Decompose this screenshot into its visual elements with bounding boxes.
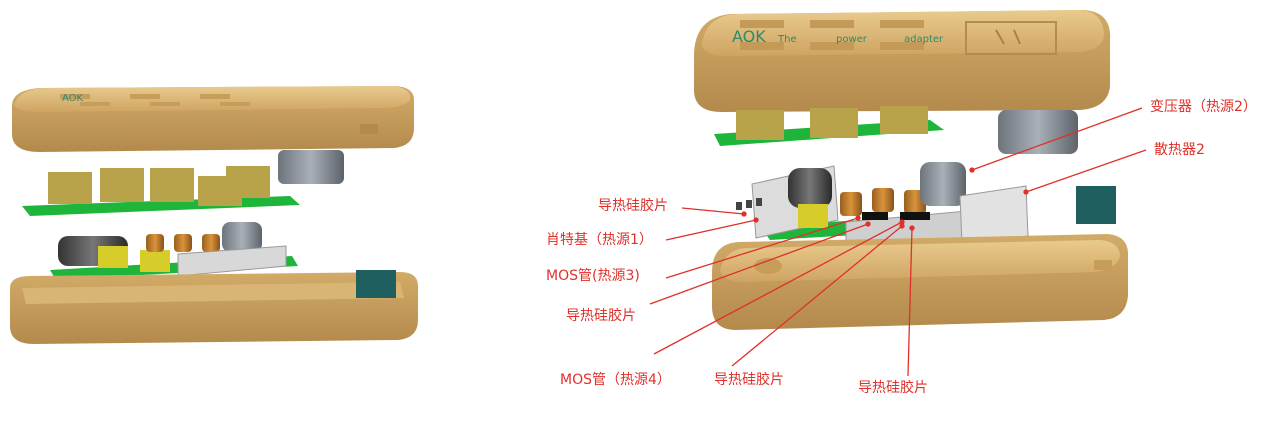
tagline-word-1: The [777,34,797,45]
callout-mos4: MOS管（热源4） [560,372,671,388]
callout-schottky: 肖特基（热源1） [546,232,653,248]
callout-mos3: MOS管(热源3) [546,268,640,284]
left-upper-pcb [22,150,344,216]
right-upper-pcb [714,106,1078,154]
left-bottom-case [10,270,418,344]
right-assembly: AOK The power adapter [649,10,1147,377]
left-top-cover: AOK [12,86,414,152]
left-assembly: AOK [10,86,418,344]
right-top-cover: AOK The power adapter [694,10,1111,112]
right-brand-logo: AOK [732,27,766,46]
right-cover-slots [740,20,1057,55]
callout-thermal-pad-b: 导热硅胶片 [566,308,636,324]
callout-thermal-pad-a: 导热硅胶片 [598,198,668,214]
left-cover-slots [60,94,250,106]
socket-glyph [995,29,1021,45]
case-screw-hole [754,258,782,274]
right-lower-pcb [736,162,1116,249]
left-brand-logo: AOK [62,93,84,104]
callout-heatsink: 散热器2 [1154,142,1205,158]
tagline-word-2: power [836,34,868,45]
callout-leaders [649,107,1147,377]
callout-transformer: 变压器（热源2） [1150,99,1257,115]
tagline-word-3: adapter [904,34,944,45]
callout-thermal-pad-c: 导热硅胶片 [714,372,784,388]
callout-thermal-pad-d: 导热硅胶片 [858,380,928,396]
left-lower-pcb [50,222,298,280]
right-bottom-case [712,234,1128,330]
